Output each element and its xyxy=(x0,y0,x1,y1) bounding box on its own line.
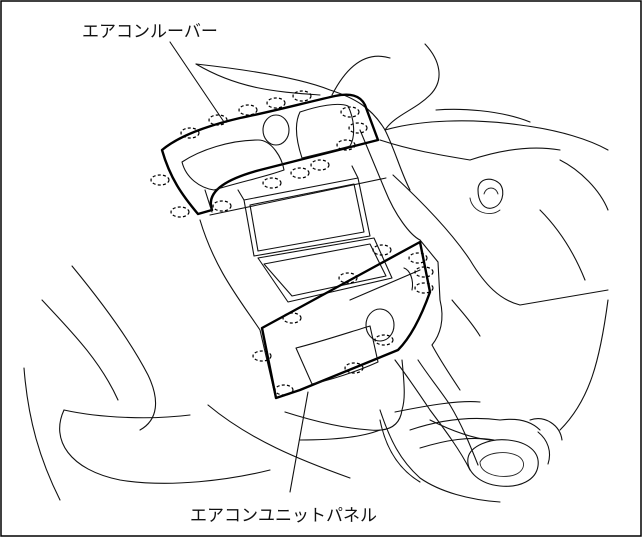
clip-marker xyxy=(282,312,302,324)
clip-marker xyxy=(266,97,286,109)
unit-panel-leader-line xyxy=(289,391,309,493)
clip-marker xyxy=(372,244,392,256)
unit-panel-label: エアコンユニットパネル xyxy=(190,506,377,526)
clip-marker xyxy=(340,106,360,118)
clip-marker xyxy=(238,104,258,116)
clip-marker xyxy=(212,200,232,212)
audio-opening xyxy=(237,165,393,303)
clip-marker xyxy=(274,384,294,396)
clip-markers xyxy=(150,90,434,396)
clip-marker xyxy=(290,167,310,179)
clip-marker xyxy=(310,159,330,171)
dashboard-contours xyxy=(23,43,609,503)
louver-label: エアコンルーバー xyxy=(82,22,218,42)
louver-leader-line xyxy=(169,41,225,123)
clip-marker xyxy=(180,127,200,139)
clip-marker xyxy=(414,282,434,294)
clip-marker xyxy=(338,272,358,284)
clip-marker xyxy=(414,266,434,278)
clip-marker xyxy=(208,114,228,126)
clip-marker xyxy=(170,206,190,218)
clip-marker xyxy=(348,122,368,134)
clip-marker xyxy=(150,174,170,186)
clip-marker xyxy=(292,90,312,102)
aircon-louver-panel xyxy=(160,93,387,216)
clip-marker xyxy=(344,362,364,374)
clip-marker xyxy=(252,350,272,362)
clip-marker xyxy=(408,252,428,264)
clip-marker xyxy=(336,139,356,151)
aircon-unit-panel xyxy=(260,240,432,400)
clip-marker xyxy=(374,334,394,346)
center-console xyxy=(199,129,441,396)
clip-marker xyxy=(262,177,282,189)
